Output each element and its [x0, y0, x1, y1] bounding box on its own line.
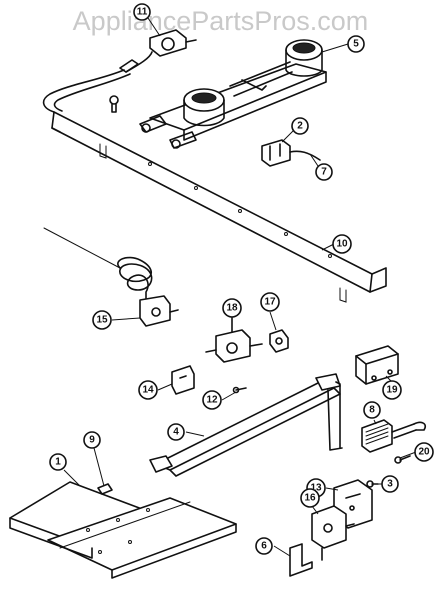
callout-18: 18: [222, 298, 242, 318]
small-screw: [232, 386, 247, 394]
igniter-screw: [394, 455, 411, 464]
oven-thermostat: [43, 227, 179, 327]
valve-fitting: [269, 329, 289, 353]
svg-text:1: 1: [55, 457, 61, 468]
svg-text:16: 16: [304, 493, 316, 504]
igniter: [361, 419, 427, 453]
svg-text:13: 13: [310, 483, 322, 494]
gas-valve: [205, 317, 263, 363]
svg-text:19: 19: [386, 385, 398, 396]
svg-text:7: 7: [321, 167, 327, 178]
svg-text:17: 17: [264, 297, 276, 308]
manifold-rail: [51, 111, 387, 303]
svg-text:8: 8: [369, 405, 375, 416]
svg-text:15: 15: [96, 315, 108, 326]
callout-8: 8: [363, 401, 381, 419]
heat-shield: [9, 481, 237, 579]
callout-4: 4: [167, 423, 185, 441]
callout-16: 16: [300, 488, 320, 508]
callout-19: 19: [382, 380, 402, 400]
valve-body: [311, 505, 355, 561]
callout-5: 5: [347, 35, 365, 53]
callout-6: 6: [255, 537, 273, 555]
callout-17: 17: [260, 292, 280, 312]
callout-3: 3: [381, 475, 399, 493]
shield-holes: [86, 508, 150, 554]
callout-15: 15: [92, 310, 112, 330]
svg-text:4: 4: [173, 427, 179, 438]
igniter-ribs: [365, 423, 389, 445]
callout-1: 1: [49, 453, 67, 471]
svg-text:11: 11: [137, 7, 148, 18]
callout-10: 10: [332, 234, 352, 254]
gas-manifold-pipe: [42, 51, 373, 275]
callout-2: 2: [291, 117, 309, 135]
svg-text:10: 10: [336, 239, 348, 250]
callout-14: 14: [138, 380, 158, 400]
svg-text:12: 12: [206, 395, 218, 406]
callout-11: 11: [133, 3, 151, 21]
svg-text:9: 9: [89, 435, 95, 446]
gas-fitting: [149, 29, 197, 57]
callout-9: 9: [83, 431, 101, 449]
svg-text:2: 2: [297, 121, 303, 132]
spark-module: [355, 345, 399, 385]
screw: [109, 95, 119, 113]
valve-bracket: [261, 139, 321, 167]
svg-text:20: 20: [418, 447, 430, 458]
callout-12: 12: [202, 390, 222, 410]
svg-text:14: 14: [142, 385, 154, 396]
watermark: AppliancePartsPros.com: [72, 6, 369, 36]
burner-tube: [149, 373, 343, 477]
valve-bracket-small: [171, 365, 195, 395]
burner-assembly: [139, 39, 327, 149]
svg-text:5: 5: [353, 39, 359, 50]
callout-20: 20: [414, 442, 434, 462]
support-bracket: [289, 543, 313, 577]
shield-screw: [97, 483, 113, 495]
callout-7: 7: [315, 163, 333, 181]
svg-text:6: 6: [261, 541, 267, 552]
svg-text:18: 18: [226, 303, 238, 314]
rail-holes: [148, 162, 332, 258]
svg-text:3: 3: [387, 479, 393, 490]
callout-leaders: [63, 17, 417, 557]
